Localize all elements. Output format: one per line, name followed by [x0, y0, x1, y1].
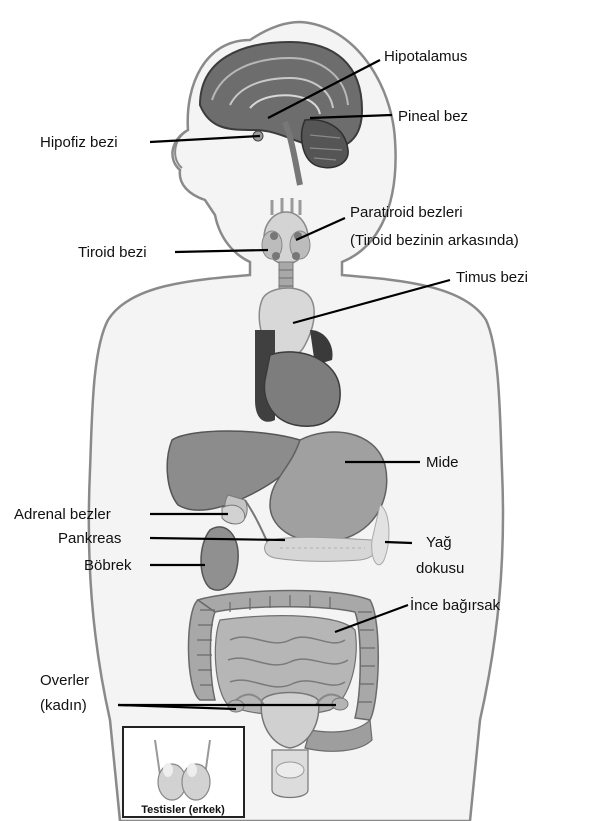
label-pituitary: Hipofiz bezi — [40, 134, 118, 151]
label-pineal: Pineal bez — [398, 108, 468, 125]
leader-fat — [385, 542, 412, 543]
label-thymus: Timus bezi — [456, 269, 528, 286]
label-testes: Testisler (erkek) — [141, 804, 225, 816]
label-ovaries-line2: (kadın) — [40, 697, 87, 714]
label-fat-line1: Yağ — [426, 534, 452, 551]
label-adrenal: Adrenal bezler — [14, 506, 111, 523]
label-small-intestine: İnce bağırsak — [410, 596, 501, 614]
label-fat-line2: dokusu — [416, 560, 464, 577]
testes-inset: Testisler (erkek) — [123, 727, 244, 817]
label-parathyroid-line1: Paratiroid bezleri — [350, 204, 463, 221]
label-pancreas: Pankreas — [58, 530, 121, 547]
label-thyroid: Tiroid bezi — [78, 244, 147, 261]
label-stomach: Mide — [426, 454, 459, 471]
label-ovaries-line1: Overler — [40, 672, 89, 689]
label-hypothalamus: Hipotalamus — [384, 48, 467, 65]
label-parathyroid-line2: (Tiroid bezinin arkasında) — [350, 232, 519, 249]
label-kidney: Böbrek — [84, 557, 132, 574]
